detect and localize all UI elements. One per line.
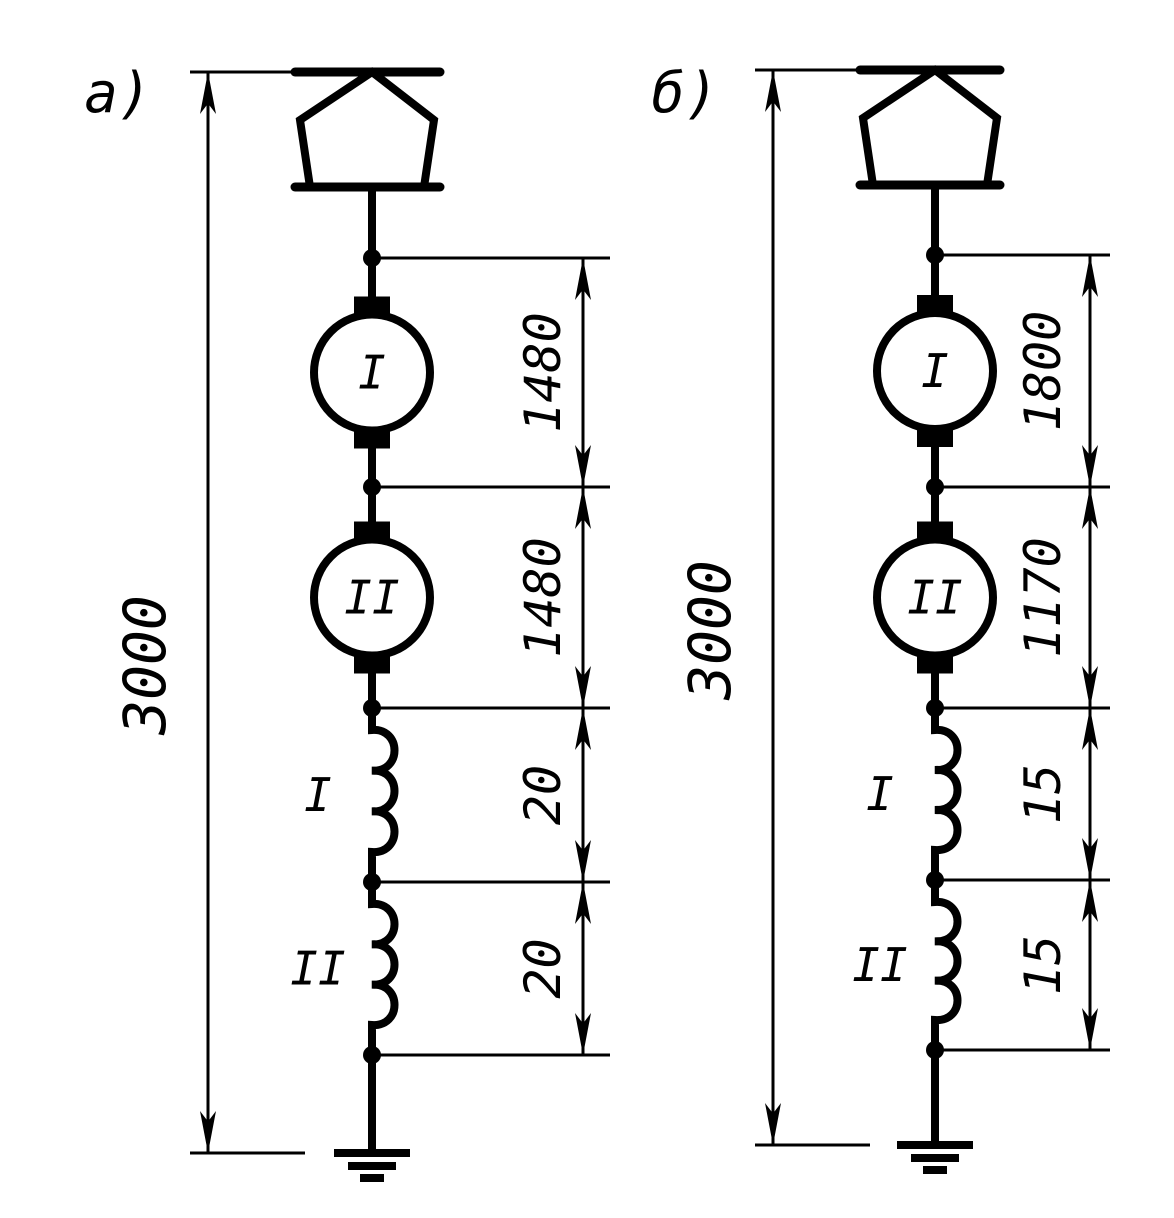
coil-roman-label: II (290, 942, 345, 996)
arrow-up-icon (200, 72, 216, 114)
arrow-up-icon (575, 258, 591, 300)
voltage-value-label: 1480 (514, 537, 572, 657)
coil-icon (368, 890, 399, 1047)
generator-II: II 1170 (873, 487, 1098, 708)
junction-dot (363, 1046, 381, 1064)
arrow-up-icon (1082, 487, 1098, 529)
coil-icon (368, 716, 399, 874)
insulator-icon (290, 67, 445, 192)
voltage-value-label: 20 (514, 938, 572, 998)
coil-II: II 15 (852, 880, 1098, 1050)
junction-dot (926, 478, 944, 496)
junction-dot (363, 249, 381, 267)
generator-circle-icon (873, 309, 997, 433)
arrow-up-icon (1082, 880, 1098, 922)
arrow-up-icon (765, 70, 781, 112)
voltage-value-label: 20 (514, 765, 572, 825)
arrow-down-icon (1082, 445, 1098, 487)
arrow-down-icon (1082, 1008, 1098, 1050)
generator-I: I 1480 (310, 258, 591, 487)
coil-icon (931, 716, 962, 872)
generator-II: II 1480 (310, 487, 591, 708)
generator-roman-label: II (344, 571, 399, 625)
ground-icon (334, 1149, 410, 1182)
generator-roman-label: I (921, 344, 949, 398)
arrow-up-icon (1082, 708, 1098, 750)
insulator-body (295, 67, 439, 188)
generator-circle-icon (873, 535, 997, 660)
generator-roman-label: I (358, 346, 386, 400)
junction-dot (363, 478, 381, 496)
arrow-up-icon (575, 882, 591, 924)
voltage-value-label: 1480 (514, 312, 572, 432)
arrow-down-icon (575, 666, 591, 708)
arrow-down-icon (1082, 838, 1098, 880)
panel-label: б) (651, 61, 718, 126)
junction-dot (363, 699, 381, 717)
panel-label: а) (84, 61, 151, 126)
generator-circle-icon (310, 310, 434, 435)
insulator-icon (855, 65, 1005, 190)
arrow-down-icon (765, 1103, 781, 1145)
coil-roman-label: I (866, 767, 894, 821)
insulator-body (858, 65, 1002, 186)
arrow-down-icon (575, 445, 591, 487)
ground-icon (897, 1141, 973, 1174)
coil-II: II 20 (290, 882, 591, 1055)
arrow-down-icon (200, 1111, 216, 1153)
arrow-down-icon (575, 1013, 591, 1055)
voltage-value-label: 1170 (1014, 537, 1072, 657)
voltage-value-label: 15 (1014, 764, 1072, 824)
coil-I: I 20 (304, 708, 591, 882)
total-voltage-label: 3000 (676, 560, 744, 701)
coil-roman-label: I (304, 768, 332, 822)
coil-roman-label: II (852, 938, 907, 992)
generator-circle-icon (310, 535, 434, 660)
total-voltage-label: 3000 (111, 595, 179, 736)
voltage-value-label: 15 (1014, 935, 1072, 995)
junction-dot (926, 871, 944, 889)
arrow-up-icon (575, 708, 591, 750)
coil-I: I 15 (866, 708, 1098, 880)
generator-roman-label: II (907, 571, 962, 625)
arrow-down-icon (575, 840, 591, 882)
junction-dot (363, 873, 381, 891)
arrow-down-icon (1082, 666, 1098, 708)
junction-dot (926, 1041, 944, 1059)
arrow-up-icon (575, 487, 591, 529)
junction-dot (926, 699, 944, 717)
arrow-up-icon (1082, 255, 1098, 297)
voltage-value-label: 1800 (1014, 311, 1072, 431)
junction-dot (926, 246, 944, 264)
coil-icon (931, 888, 962, 1042)
generator-I: I 1800 (873, 255, 1098, 487)
